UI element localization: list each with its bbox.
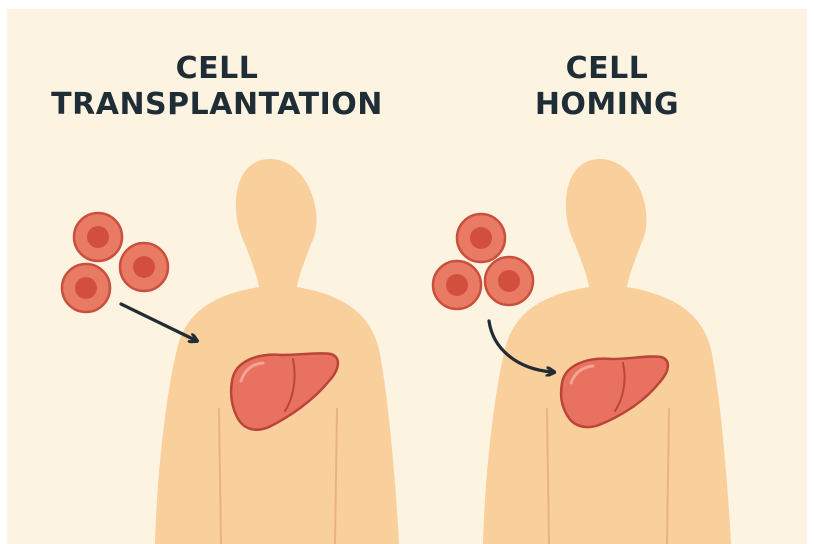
right-cell-icon (433, 261, 481, 309)
right-cell-icon (485, 257, 533, 305)
title-line: CELL (47, 51, 387, 87)
title-line: CELL (477, 51, 737, 87)
left-cell-icon (74, 213, 122, 261)
right-body-silhouette-icon (483, 159, 731, 544)
left-cell-icon (62, 264, 110, 312)
title-line: TRANSPLANTATION (47, 87, 387, 123)
left-body-silhouette-icon (155, 159, 399, 544)
right-cell-icon (457, 214, 505, 262)
title-cell-homing: CELL HOMING (477, 51, 737, 123)
title-line: HOMING (477, 87, 737, 123)
diagram-canvas: CELL TRANSPLANTATION CELL HOMING (7, 9, 807, 544)
title-cell-transplantation: CELL TRANSPLANTATION (47, 51, 387, 123)
left-cell-icon (120, 243, 168, 291)
left-arrow-icon (121, 304, 195, 340)
